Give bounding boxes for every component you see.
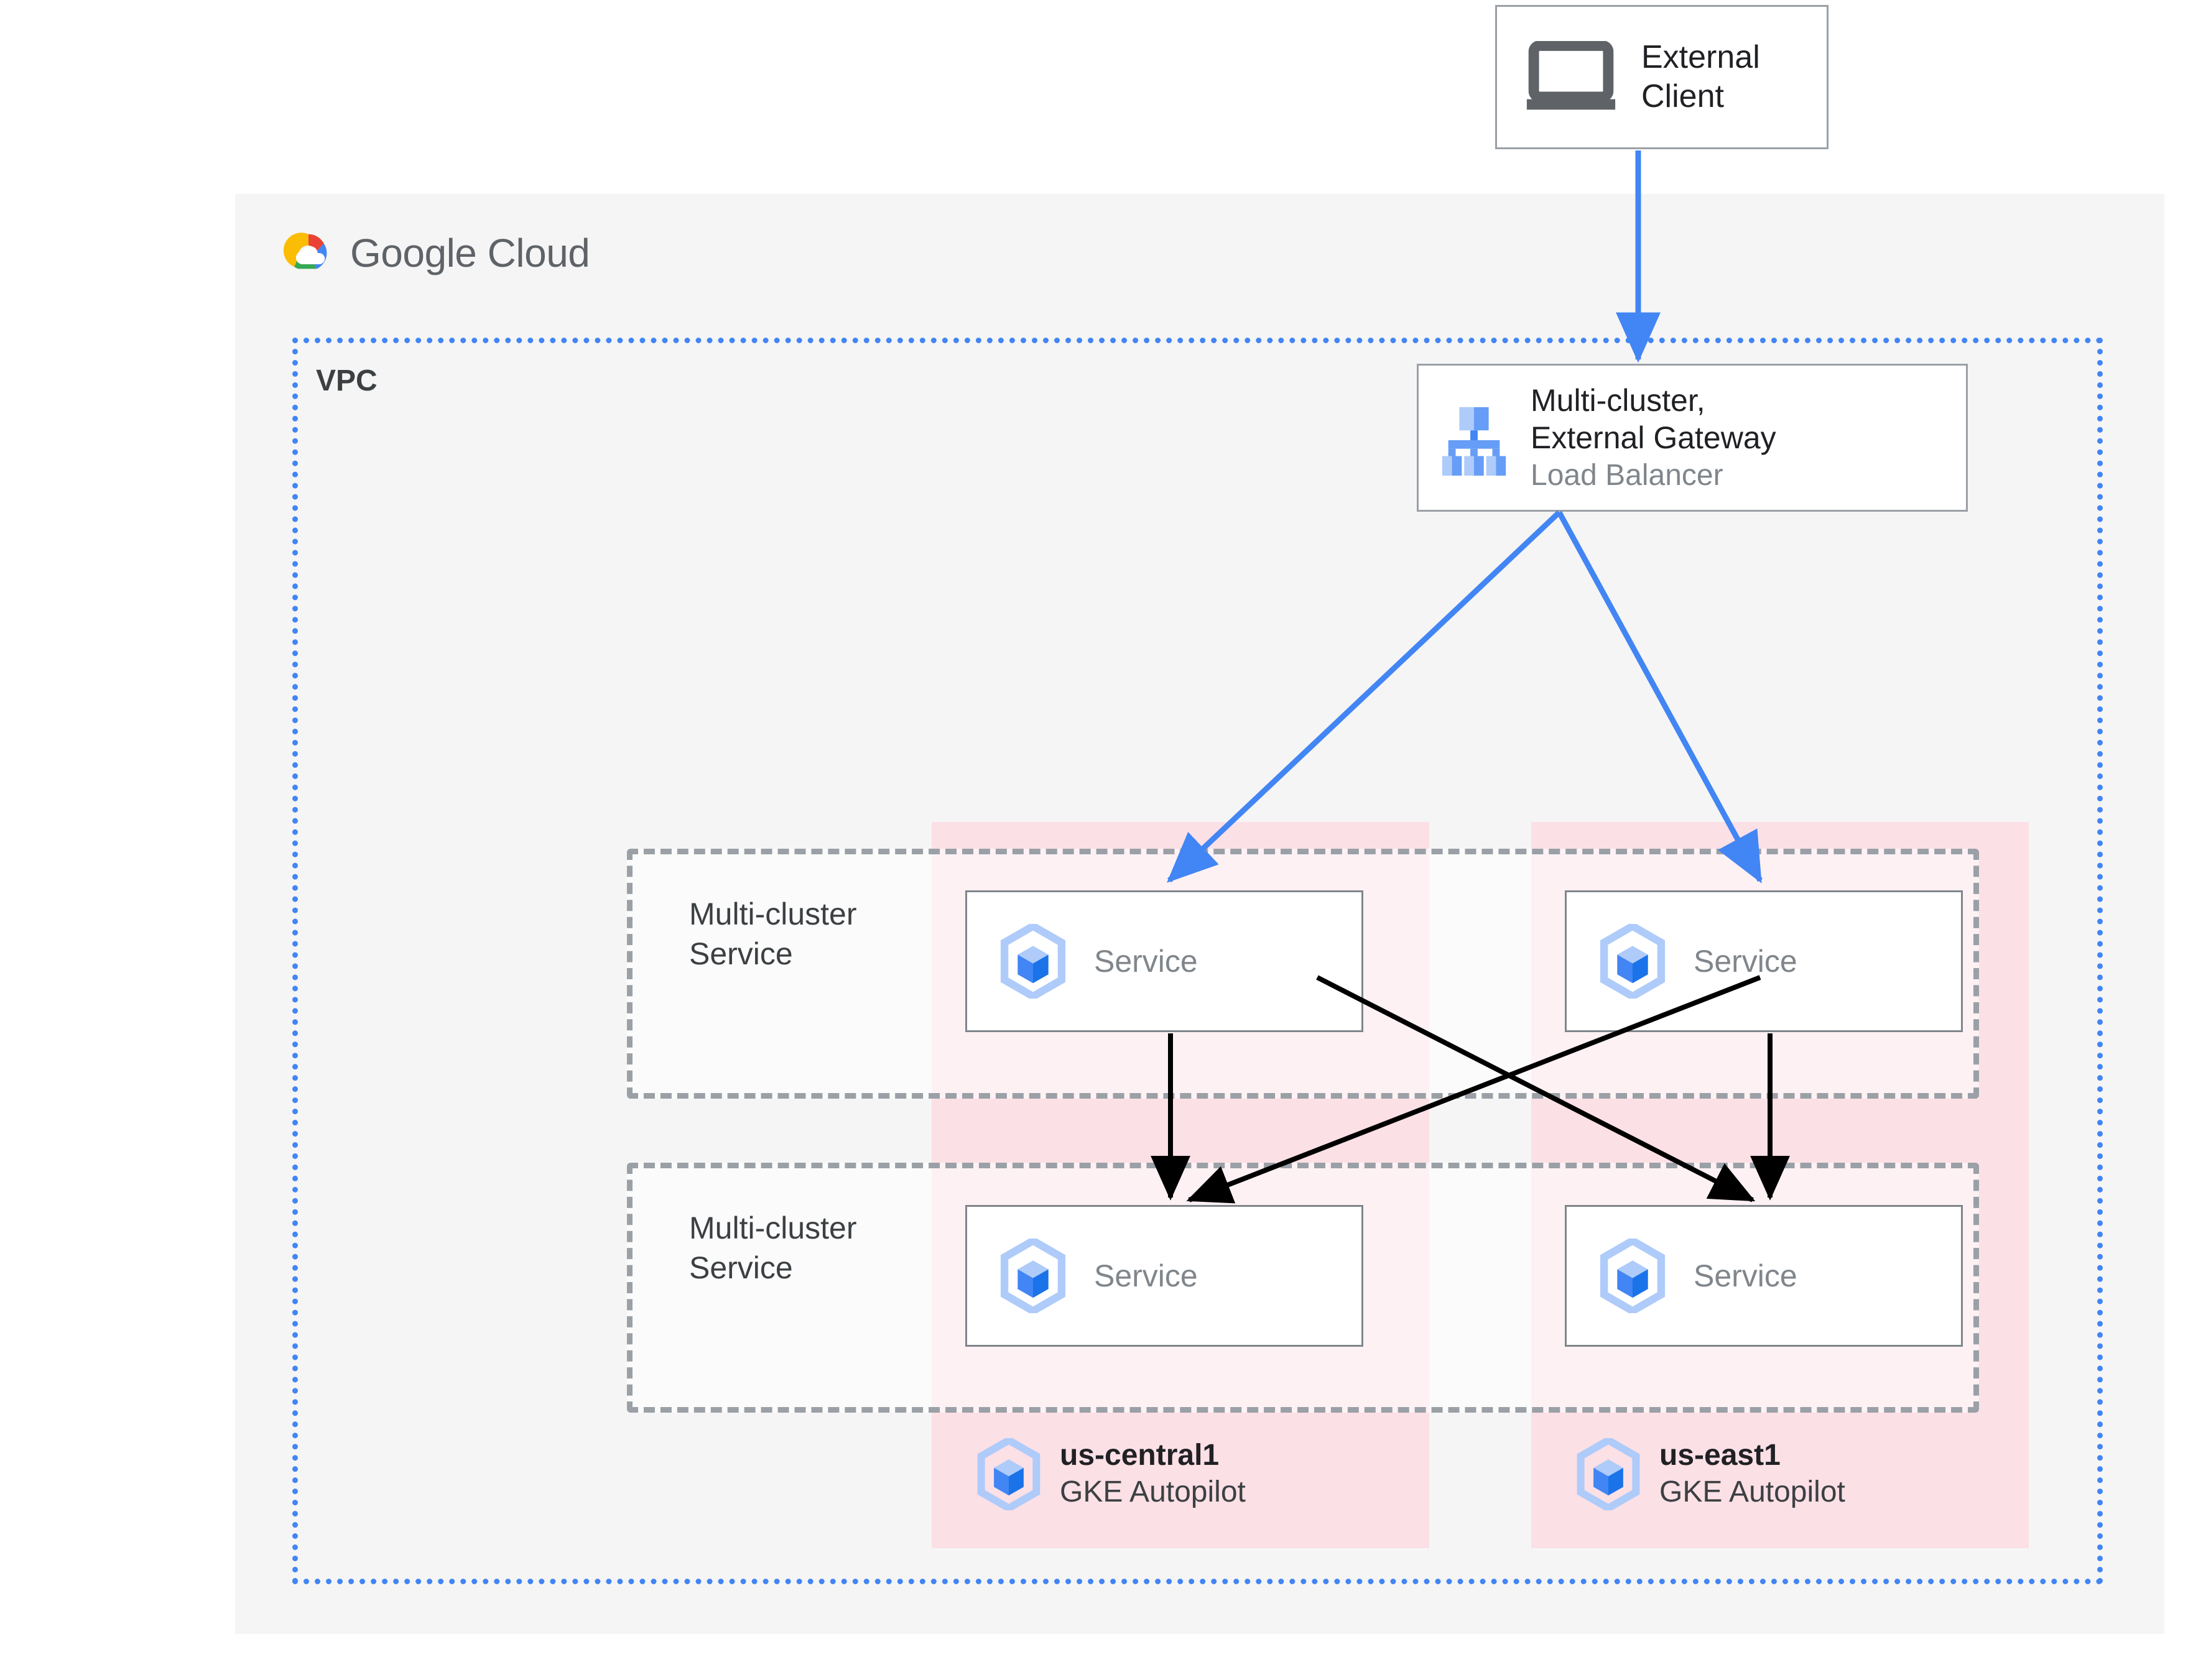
cluster-platform: GKE Autopilot <box>1060 1475 1246 1508</box>
gateway-subtitle: Load Balancer <box>1531 459 1723 492</box>
gke-service-icon <box>1000 924 1066 999</box>
external-client-label-line1: External <box>1641 39 1760 75</box>
cluster-footer-us-central1: us-central1 GKE Autopilot <box>976 1438 1246 1510</box>
multi-cluster-service-label-2: Multi-cluster Service <box>689 1208 856 1288</box>
external-client-label-line2: Client <box>1641 78 1724 114</box>
service-card-us-east1-bottom[interactable]: Service <box>1565 1205 1963 1347</box>
external-client-label: External Client <box>1641 38 1760 117</box>
vpc-boundary <box>292 338 2103 1584</box>
google-cloud-brand: Google Cloud <box>283 230 590 276</box>
cluster-name: us-east1 <box>1659 1439 1781 1472</box>
multi-cluster-external-gateway-card[interactable]: Multi-cluster, External Gateway Load Bal… <box>1417 364 1968 512</box>
external-client-card[interactable]: External Client <box>1495 5 1829 149</box>
mcs-label-2-line2: Service <box>689 1250 793 1285</box>
service-card-label: Service <box>1094 1258 1198 1293</box>
cluster-name: us-central1 <box>1060 1439 1220 1472</box>
gateway-title-line1: Multi-cluster, <box>1531 383 1705 418</box>
service-card-us-central1-bottom[interactable]: Service <box>965 1205 1363 1347</box>
gateway-title-line2: External Gateway <box>1531 420 1776 456</box>
google-cloud-wordmark: Google Cloud <box>350 231 590 275</box>
service-card-us-east1-top[interactable]: Service <box>1565 890 1963 1032</box>
gke-service-icon <box>1600 924 1666 999</box>
gke-cluster-icon <box>1577 1438 1640 1510</box>
load-balancer-icon <box>1442 407 1506 476</box>
service-card-us-central1-top[interactable]: Service <box>965 890 1363 1032</box>
gke-cluster-icon <box>977 1438 1041 1510</box>
gateway-title: Multi-cluster, External Gateway <box>1531 382 1776 456</box>
service-card-label: Service <box>1094 944 1198 979</box>
gke-service-icon <box>1600 1239 1666 1313</box>
gke-service-icon <box>1000 1239 1066 1313</box>
service-card-label: Service <box>1694 944 1797 979</box>
service-card-label: Service <box>1694 1258 1797 1293</box>
multi-cluster-service-label-1: Multi-cluster Service <box>689 894 856 974</box>
mcs-label-1-line2: Service <box>689 936 793 971</box>
vpc-label: VPC <box>316 364 378 397</box>
cluster-footer-us-east1: us-east1 GKE Autopilot <box>1576 1438 1845 1510</box>
laptop-icon <box>1526 41 1616 110</box>
google-cloud-logo-icon <box>283 233 327 269</box>
mcs-label-1-line1: Multi-cluster <box>689 897 857 931</box>
cluster-platform: GKE Autopilot <box>1659 1475 1845 1508</box>
mcs-label-2-line1: Multi-cluster <box>689 1211 857 1245</box>
